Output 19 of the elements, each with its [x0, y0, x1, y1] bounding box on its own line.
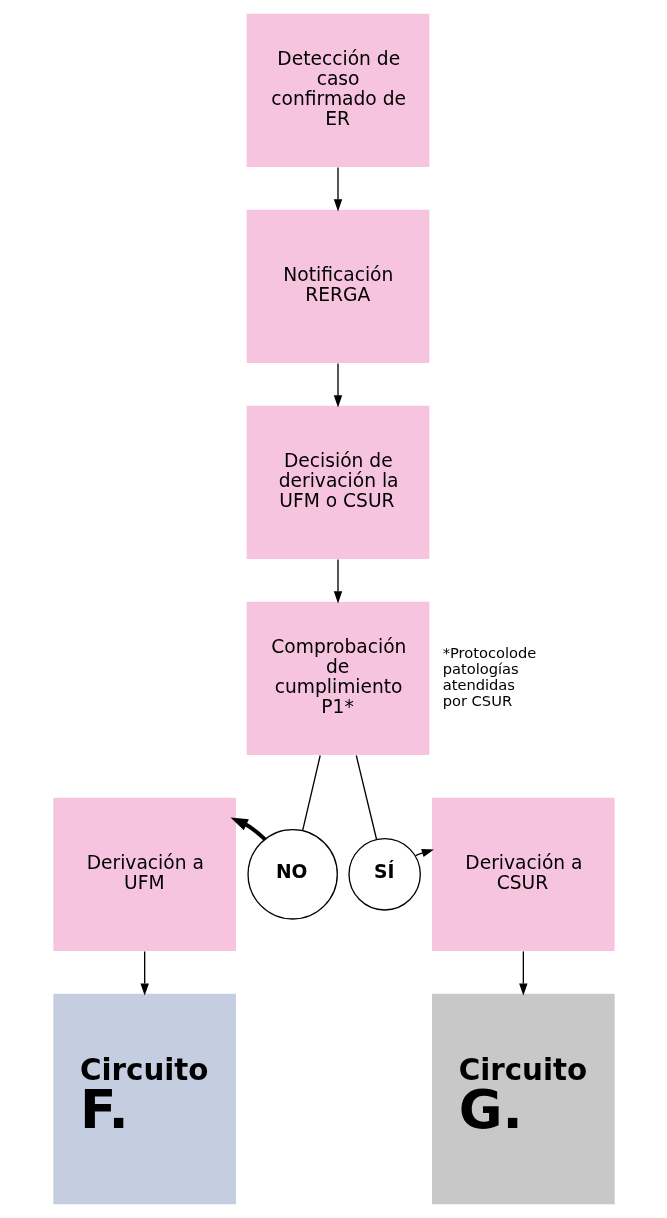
- node-label: *Protocolode patologías atendidas por CSUR: [442, 644, 536, 710]
- node-box: Derivación a CSUR: [431, 797, 615, 951]
- arrow: [518, 950, 528, 996]
- connector: [301, 754, 321, 832]
- arrow: [139, 950, 149, 996]
- node-box: Comprobación de cumplimiento P1*: [246, 601, 429, 755]
- node-circle: NO: [246, 829, 338, 920]
- arrow: [333, 362, 342, 408]
- arrow: [333, 558, 342, 604]
- node-box: Decisión de derivación la UFM o CSUR: [246, 405, 429, 559]
- node-box: Circuito G.: [431, 993, 615, 1205]
- node-box: Derivación a UFM: [52, 797, 236, 951]
- node-box: Notificación RERGA: [246, 209, 429, 363]
- node-box: Detección de caso confirmado de ER: [246, 13, 429, 167]
- arrow: [230, 817, 266, 841]
- node-box: Circuito F.: [52, 993, 236, 1205]
- connector: [355, 754, 377, 840]
- arrow: [333, 166, 342, 212]
- arrow: [414, 849, 434, 858]
